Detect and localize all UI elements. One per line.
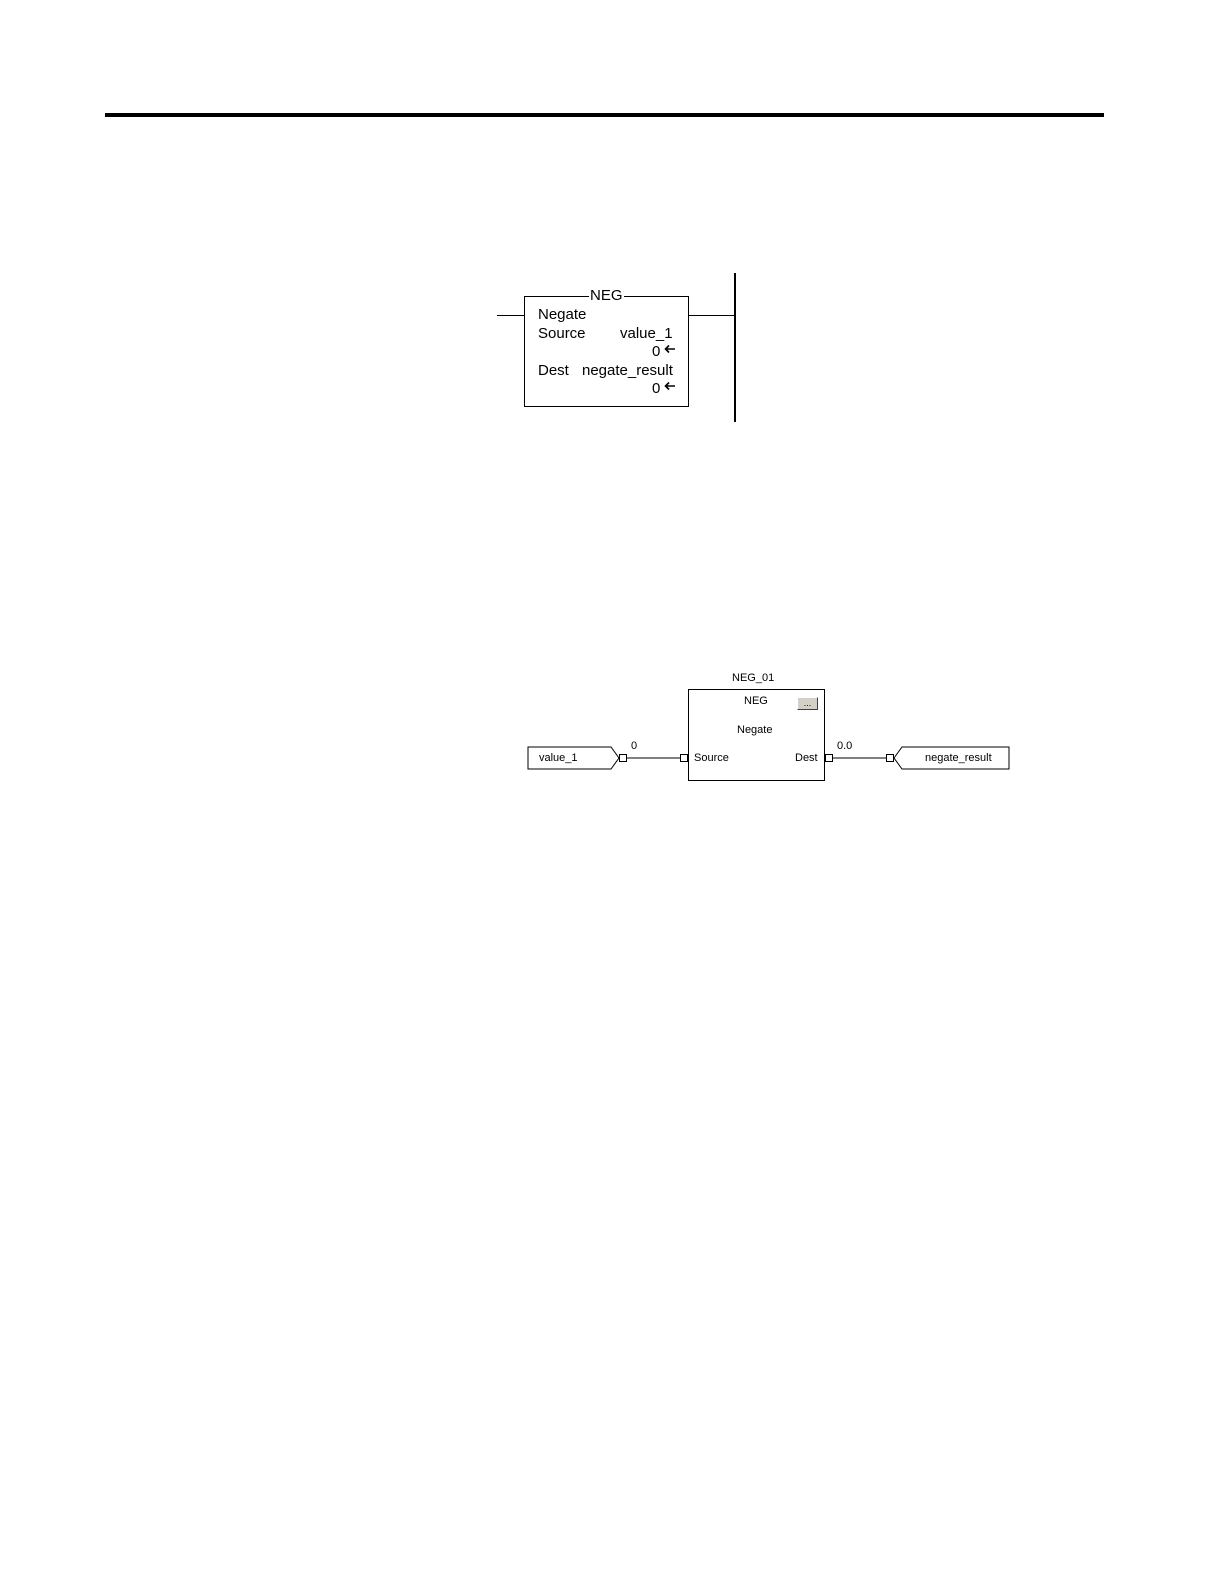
input-wire-value: 0 [631,740,637,753]
block-source-pin-label: Source [694,752,729,765]
block-name: NEG_01 [732,672,774,685]
input-reference-tag[interactable]: value_1 [539,752,578,765]
output-reference-pin [887,755,894,762]
dest-pin [826,755,833,762]
block-dest-pin-label: Dest [795,752,818,765]
output-reference-tag[interactable]: negate_result [925,752,992,765]
output-wire-value: 0.0 [837,740,852,753]
block-title: Negate [737,724,772,737]
block-properties-button[interactable]: ... [797,697,818,710]
input-reference-pin [620,755,627,762]
block-instruction: NEG [744,695,768,708]
source-pin [681,755,688,762]
